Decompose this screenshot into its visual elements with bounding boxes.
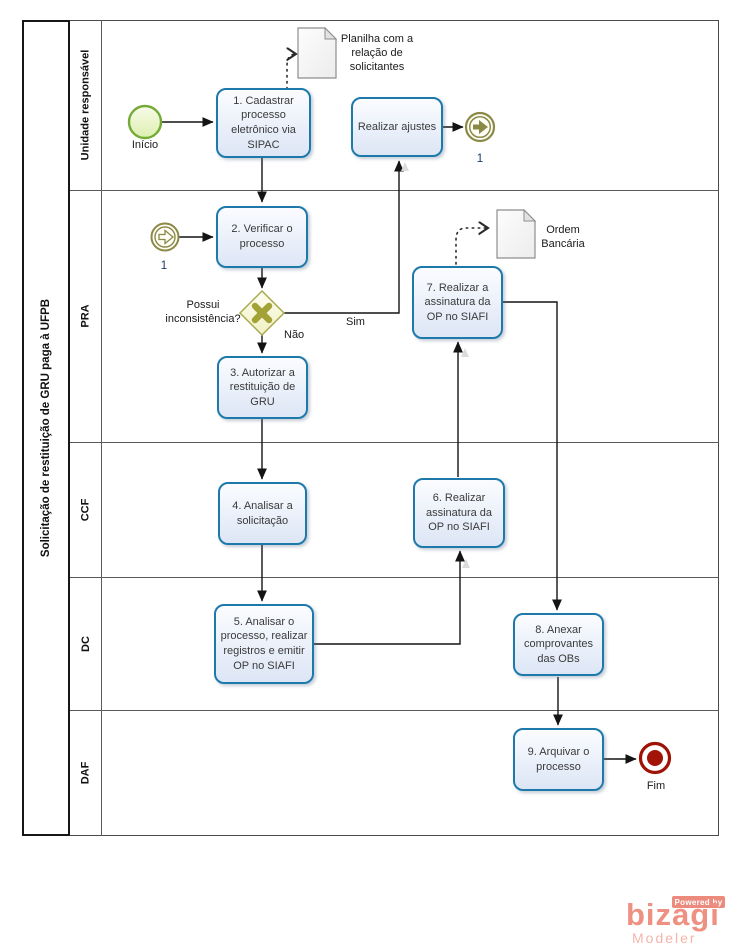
exclusive-gateway[interactable] [238,289,286,337]
lane-divider [70,710,719,711]
task-8-anexar-comprovantes[interactable]: 8. Anexar comprovantes das OBs [513,613,604,676]
task-1-cadastrar-processo[interactable]: 1. Cadastrar processo eletrônico via SIP… [216,88,311,158]
document-ordem-bancaria-label: Ordem Bancária [541,224,585,250]
lane-label: PRA [79,304,92,328]
lane-pra[interactable]: PRA [70,190,101,442]
lane-divider [70,442,719,443]
lane-unidade-responsavel[interactable]: Unidade responsável [70,20,101,190]
start-event[interactable] [127,104,163,140]
document-planilha-label: Planilha com a relação de solicitantes [340,33,414,73]
lane-ccf[interactable]: CCF [70,442,101,577]
lane-dc[interactable]: DC [70,577,101,710]
flow-task5-to-task6[interactable] [314,550,465,645]
task-6-assinatura-op-siafi[interactable]: 6. Realizar assinatura da OP no SIAFI [413,478,505,548]
task-3-autorizar-restituicao[interactable]: 3. Autorizar a restituição de GRU [217,356,308,419]
powered-by-badge: Powered by [672,896,725,908]
end-event-label: Fim [646,780,666,792]
link-throw-label: 1 [476,153,484,165]
lane-label: DAF [79,761,92,785]
ghost-arrow [462,559,470,568]
lane-label-divider [101,20,102,836]
end-event[interactable] [638,741,672,775]
ghost-arrow [401,162,409,171]
document-ordem-bancaria[interactable] [496,208,537,259]
pool-title: Solicitação de restituição de GRU paga à… [40,298,52,558]
bizagi-logo: bizagi [626,897,720,932]
gateway-yes-label: Sim [346,316,365,328]
lane-label: CCF [79,498,92,521]
bizagi-modeler-label: Modeler [632,930,697,946]
task-9-arquivar-processo[interactable]: 9. Arquivar o processo [513,728,604,791]
gateway-no-label: Não [284,329,305,341]
link-catch-event[interactable] [150,222,180,252]
start-event-label: Início [131,139,159,151]
lane-divider [70,577,719,578]
task-5-analisar-processo[interactable]: 5. Analisar o processo, realizar registr… [214,604,314,684]
powered-by-text: Powered by [674,897,723,907]
document-planilha[interactable] [297,26,338,79]
task-realizar-ajustes[interactable]: Realizar ajustes [351,97,443,157]
task-4-analisar-solicitacao[interactable]: 4. Analisar a solicitação [218,482,307,545]
link-throw-event[interactable] [464,111,496,143]
ghost-arrow [461,348,469,357]
association-task7-doc[interactable] [455,228,488,265]
flow-task7-to-task8[interactable] [503,301,562,611]
lane-label: Unidade responsável [79,49,92,161]
lane-divider [70,190,719,191]
task-2-verificar-processo[interactable]: 2. Verificar o processo [216,206,308,268]
task-7-assinatura-op-siafi[interactable]: 7. Realizar a assinatura da OP no SIAFI [412,266,503,339]
flow-gateway-sim-to-ajustes[interactable] [284,160,404,314]
lane-label: DC [79,635,92,652]
pool-title-cell[interactable]: Solicitação de restituição de GRU paga à… [22,20,70,836]
link-catch-label: 1 [160,260,168,272]
gateway-question-label: Possui inconsistência? [165,299,241,325]
association-task1-doc[interactable] [286,54,296,90]
lane-daf[interactable]: DAF [70,710,101,836]
